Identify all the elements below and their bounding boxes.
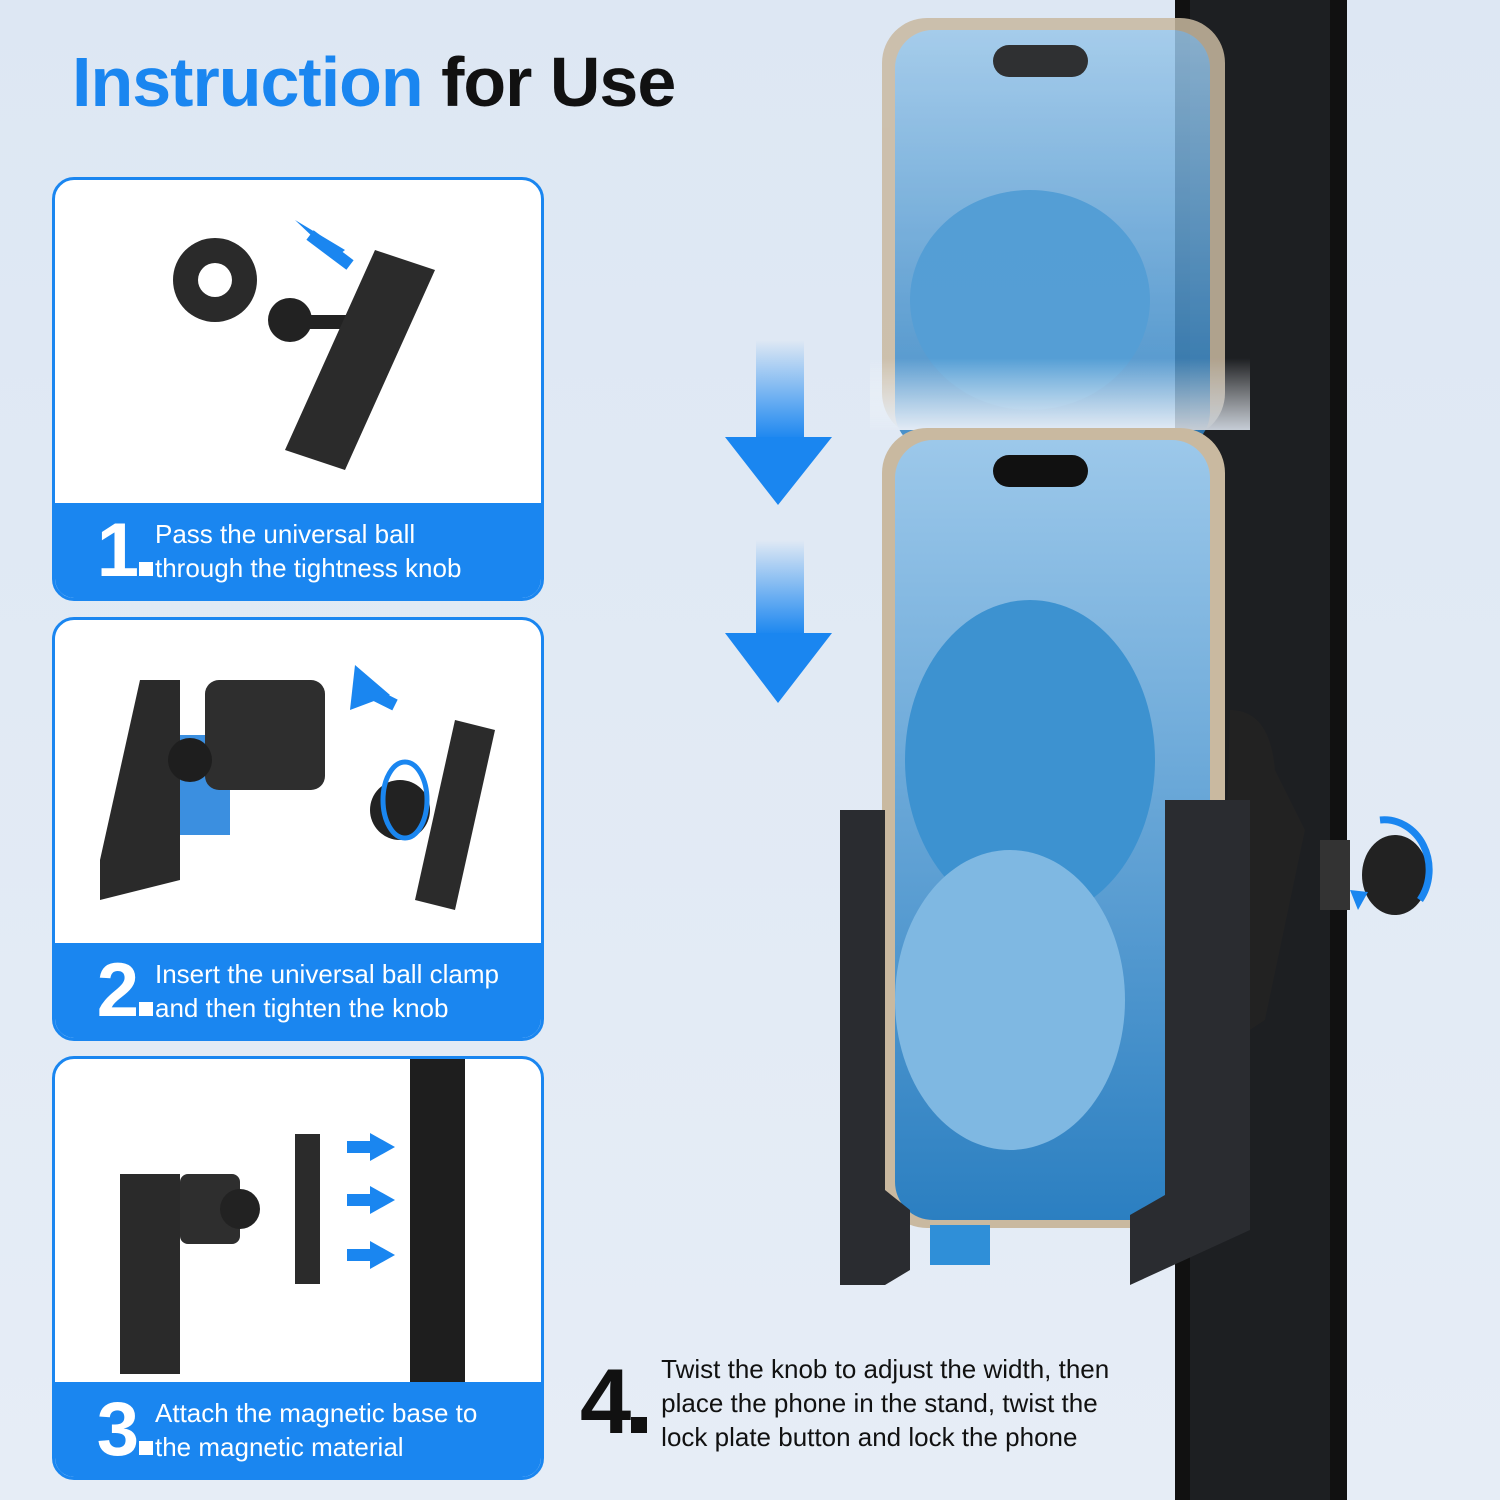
down-arrow-icon (725, 540, 832, 703)
step-text: Pass the universal ball (155, 518, 416, 549)
step-text: place the phone in the stand, twist the (661, 1387, 1098, 1418)
rotate-arrow-icon (1379, 816, 1433, 902)
step-text: through the tightness knob (155, 552, 462, 583)
phone-before (870, 18, 1250, 450)
right-arrow-icon (347, 1133, 395, 1269)
ball-mount-knob-illustration (173, 220, 435, 470)
step-text: Insert the universal ball clamp (155, 958, 499, 989)
step-number: 2 (55, 952, 153, 1029)
step-text: and then tighten the knob (155, 992, 449, 1023)
phone-in-holder (882, 428, 1225, 1228)
step-number: 1 (55, 512, 153, 589)
clamp-insert-illustration (100, 665, 495, 910)
pole-and-phone-illustration (725, 0, 1433, 1500)
knob-icon (1362, 835, 1428, 915)
phone-holder-clamp (840, 710, 1433, 1285)
down-arrow-icon (725, 340, 832, 505)
step-number: 3 (55, 1391, 153, 1468)
page-title: Instruction for Use (72, 43, 676, 121)
step-text: Attach the magnetic base to (155, 1397, 478, 1428)
step-number: 4 (580, 1350, 648, 1455)
step-text: Twist the knob to adjust the width, then (661, 1353, 1110, 1384)
magnetic-attach-illustration (120, 1059, 465, 1386)
step-text: the magnetic material (155, 1431, 404, 1462)
step-text: lock plate button and lock the phone (661, 1421, 1078, 1452)
step-4: 4 Twist the knob to adjust the width, th… (580, 1350, 1109, 1455)
